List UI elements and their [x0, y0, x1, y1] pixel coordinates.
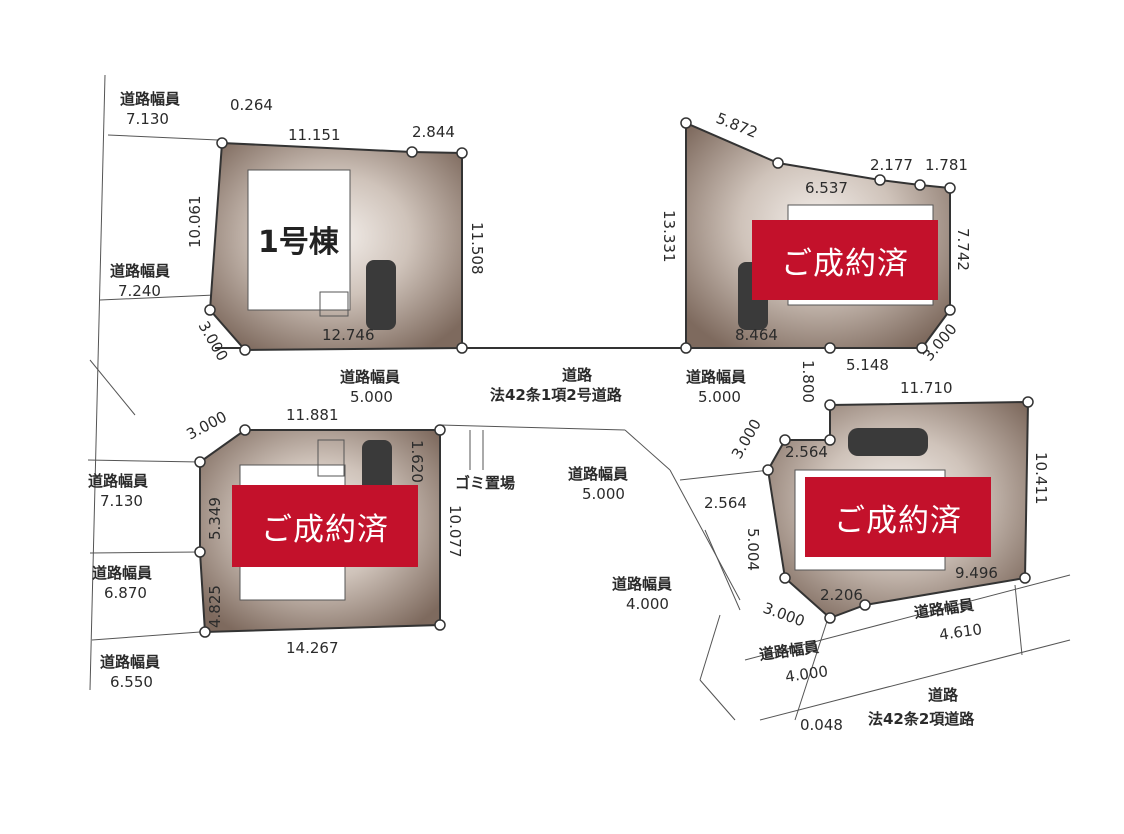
- svg-text:道路幅員: 道路幅員: [100, 653, 160, 671]
- svg-text:道路幅員: 道路幅員: [758, 638, 820, 664]
- svg-text:10.061: 10.061: [186, 196, 204, 249]
- svg-text:13.331: 13.331: [660, 210, 678, 263]
- svg-text:2.844: 2.844: [412, 123, 455, 141]
- svg-text:道路幅員: 道路幅員: [110, 262, 170, 280]
- lot-1-vertices: [204, 137, 468, 356]
- svg-text:道路幅員: 道路幅員: [913, 596, 975, 622]
- svg-text:道路: 道路: [928, 686, 959, 704]
- lot-1-stairs: [319, 291, 349, 317]
- svg-text:道路幅員: 道路幅員: [568, 465, 628, 483]
- svg-text:1.781: 1.781: [925, 156, 968, 174]
- svg-text:4.825: 4.825: [206, 585, 224, 628]
- svg-text:5.000: 5.000: [582, 485, 625, 503]
- svg-text:9.496: 9.496: [955, 564, 998, 582]
- svg-text:5.872: 5.872: [714, 109, 761, 142]
- svg-text:6.550: 6.550: [110, 673, 153, 691]
- svg-text:11.508: 11.508: [468, 222, 486, 275]
- svg-text:道路幅員: 道路幅員: [92, 564, 152, 582]
- svg-text:5.349: 5.349: [206, 497, 224, 540]
- svg-text:法42条1項2号道路: 法42条1項2号道路: [490, 386, 623, 404]
- svg-text:道路幅員: 道路幅員: [686, 368, 746, 386]
- lot-2-vertices: [680, 117, 956, 354]
- svg-text:11.710: 11.710: [900, 379, 953, 397]
- svg-text:2.206: 2.206: [820, 586, 863, 604]
- svg-text:4.000: 4.000: [784, 662, 829, 686]
- lot-1-parking: [366, 260, 396, 330]
- svg-text:ゴミ置場: ゴミ置場: [455, 474, 515, 492]
- svg-text:12.746: 12.746: [322, 326, 375, 344]
- svg-text:道路幅員: 道路幅員: [88, 472, 148, 490]
- svg-text:道路幅員: 道路幅員: [340, 368, 400, 386]
- lot-3-sold-badge: ご成約済: [232, 485, 418, 567]
- svg-text:道路幅員: 道路幅員: [120, 90, 180, 108]
- lot-4-sold-badge: ご成約済: [805, 477, 991, 557]
- svg-text:2.177: 2.177: [870, 156, 913, 174]
- svg-text:7.240: 7.240: [118, 282, 161, 300]
- svg-text:3.000: 3.000: [183, 407, 229, 443]
- svg-text:5.000: 5.000: [350, 388, 393, 406]
- svg-text:道路: 道路: [562, 366, 593, 384]
- svg-text:8.464: 8.464: [735, 326, 778, 344]
- lot-3-stairs: [317, 439, 345, 477]
- svg-text:3.000: 3.000: [761, 599, 808, 631]
- svg-text:3.000: 3.000: [728, 416, 765, 462]
- svg-text:7.130: 7.130: [100, 492, 143, 510]
- lot-1[interactable]: 1号棟: [204, 137, 468, 356]
- svg-text:4.610: 4.610: [938, 620, 983, 644]
- svg-text:11.151: 11.151: [288, 126, 341, 144]
- svg-text:6.537: 6.537: [805, 179, 848, 197]
- svg-text:2.564: 2.564: [785, 443, 828, 461]
- lot-2-sold-badge: ご成約済: [752, 220, 938, 300]
- svg-text:7.130: 7.130: [126, 110, 169, 128]
- svg-text:5.004: 5.004: [744, 528, 762, 571]
- svg-text:2.564: 2.564: [704, 494, 747, 512]
- svg-text:1.620: 1.620: [408, 440, 426, 483]
- svg-text:10.077: 10.077: [446, 505, 464, 558]
- svg-text:6.870: 6.870: [104, 584, 147, 602]
- road-boundaries: [87, 74, 1071, 721]
- lot-1-label: 1号棟: [258, 225, 340, 260]
- svg-text:5.000: 5.000: [698, 388, 741, 406]
- svg-text:法42条2項道路: 法42条2項道路: [868, 710, 975, 728]
- svg-text:10.411: 10.411: [1032, 452, 1050, 505]
- lot-4-parking: [848, 428, 928, 456]
- lot-1-building: [247, 169, 351, 311]
- lot-4-vertices: [762, 342, 1034, 624]
- lot-3-vertices: [194, 424, 446, 638]
- svg-text:1.800: 1.800: [799, 360, 817, 403]
- svg-text:5.148: 5.148: [846, 356, 889, 374]
- svg-text:0.264: 0.264: [230, 96, 273, 114]
- svg-text:道路幅員: 道路幅員: [612, 575, 672, 593]
- svg-text:0.048: 0.048: [800, 716, 843, 734]
- svg-text:14.267: 14.267: [286, 639, 339, 657]
- road-labels: 道路幅員 7.130 道路幅員 7.240 道路幅員 7.130 道路幅員 6.…: [88, 90, 983, 734]
- svg-text:7.742: 7.742: [954, 228, 972, 271]
- svg-text:11.881: 11.881: [286, 406, 339, 424]
- svg-text:4.000: 4.000: [626, 595, 669, 613]
